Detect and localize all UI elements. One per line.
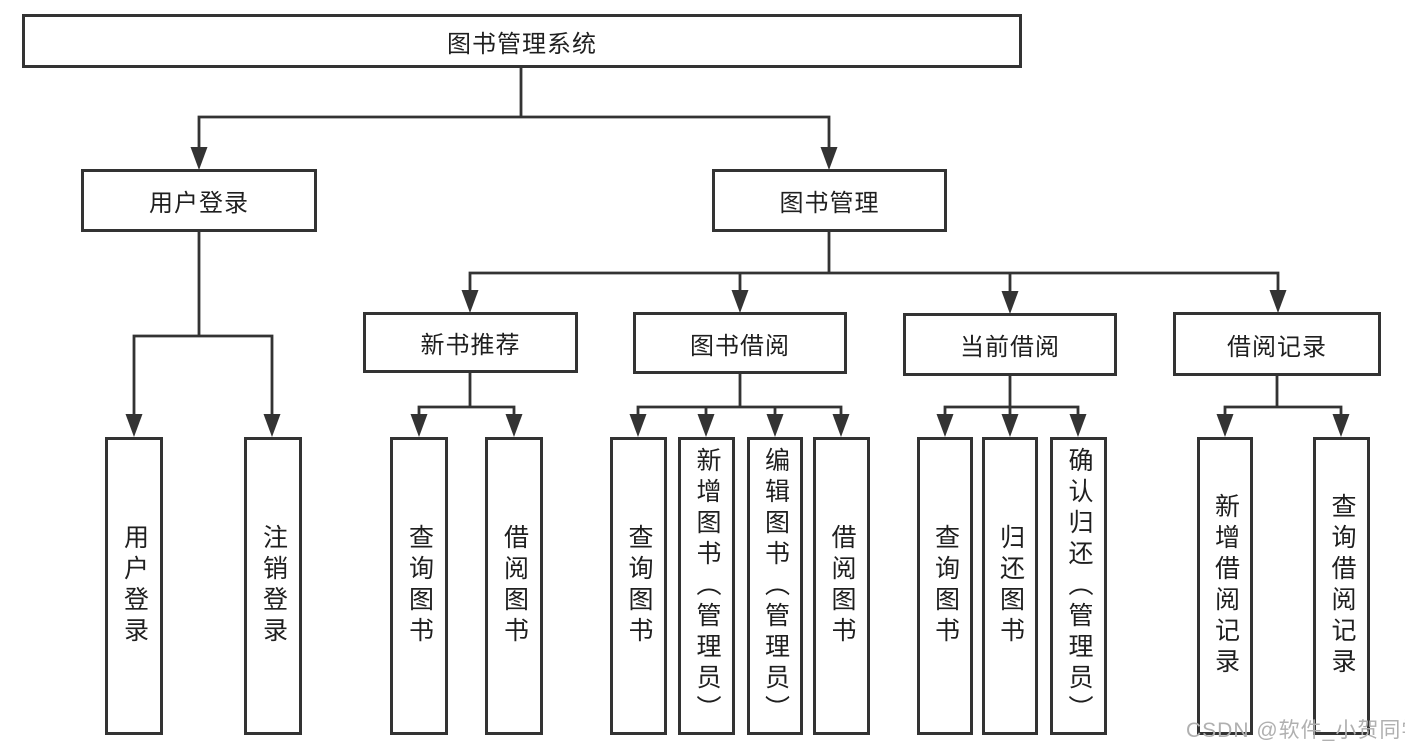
leaf-add-borrow-record: 新增借阅记录: [1197, 437, 1253, 735]
leaf-query-books-current: 查询图书: [917, 437, 973, 735]
leaf-borrow-books: 借阅图书: [813, 437, 870, 735]
leaf-user-login: 用户登录: [105, 437, 163, 735]
connector-user-login-branch: [132, 232, 274, 418]
connector-current-fan: [943, 376, 1080, 418]
node-book-management: 图书管理: [712, 169, 947, 232]
leaf-return-book: 归还图书: [982, 437, 1038, 735]
leaf-edit-book-admin: 编辑图书（管理员）: [747, 437, 803, 735]
leaf-query-books-borrow: 查询图书: [610, 437, 667, 735]
arrowhead-icons: [125, 147, 1350, 437]
connector-records-fan: [1223, 376, 1343, 418]
leaf-add-book-admin: 新增图书（管理员）: [678, 437, 735, 735]
connector-borrow-fan: [636, 374, 843, 418]
connector-book-management-branch: [468, 232, 1280, 294]
node-new-book-recommend: 新书推荐: [363, 312, 578, 373]
leaf-logout: 注销登录: [244, 437, 302, 735]
node-borrow-records: 借阅记录: [1173, 312, 1381, 376]
node-book-borrow: 图书借阅: [633, 312, 847, 374]
leaf-borrow-books-recommend: 借阅图书: [485, 437, 543, 735]
node-root-library-system: 图书管理系统: [22, 14, 1022, 68]
node-current-borrow: 当前借阅: [903, 313, 1117, 376]
leaf-confirm-return-admin: 确认归还（管理员）: [1050, 437, 1107, 735]
csdn-watermark: CSDN @软件_小贺同学: [1186, 719, 1405, 742]
node-user-login: 用户登录: [81, 169, 317, 232]
connector-recommend-fan: [417, 373, 516, 418]
leaf-query-borrow-record: 查询借阅记录: [1313, 437, 1370, 735]
leaf-query-books-recommend: 查询图书: [390, 437, 448, 735]
connector-root: [197, 68, 831, 150]
